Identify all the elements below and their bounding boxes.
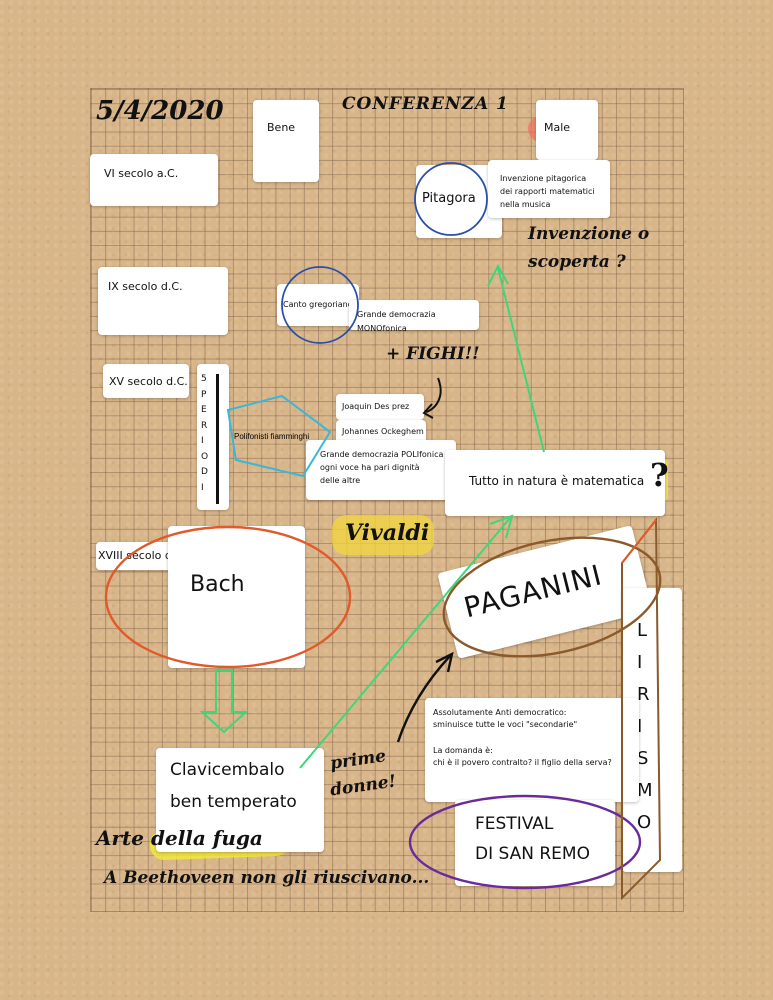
vivaldi-note: Vivaldi xyxy=(345,520,430,546)
bene-label: Bene xyxy=(267,121,296,134)
fiamminghi-name: Polifonisti fiamminghi xyxy=(234,432,310,441)
matematica-text: Tutto in natura è matematica xyxy=(469,474,645,488)
fuga-note: Arte della fuga xyxy=(96,826,263,850)
composer-name: Joaquin Des prez xyxy=(342,402,410,411)
paganini-name: PAGANINI xyxy=(460,558,606,625)
fighi-note: + FIGHI!! xyxy=(386,344,480,364)
periodi-letter: 5 xyxy=(201,374,207,384)
period-label: XV secolo d.C. xyxy=(109,375,188,388)
festival-line-1: FESTIVAL xyxy=(475,814,554,834)
lirismo-letter: L xyxy=(637,620,648,641)
period-card-xv-ad: XV secolo d.C. xyxy=(103,364,189,398)
gregoriano-card: Canto gregoriano xyxy=(277,284,359,326)
lirismo-letter: O xyxy=(637,812,652,833)
periodi-letter: D xyxy=(201,467,208,477)
periodi-letter: I xyxy=(201,436,204,446)
matematica-card: Tutto in natura è matematica xyxy=(445,450,665,516)
clavicembalo-line-1: Clavicembalo xyxy=(170,760,285,780)
periodi-letter: I xyxy=(201,482,204,493)
bach-name: Bach xyxy=(190,572,245,597)
gregoriano-desc-card: Grande democrazia MONOfonica xyxy=(349,300,479,333)
clavicembalo-line-2: ben temperato xyxy=(170,792,297,812)
pitagora-name: Pitagora xyxy=(422,191,476,206)
beethoven-note: A Beethoveen non gli riuscivano... xyxy=(104,868,430,888)
fiamminghi-desc-3: delle altre xyxy=(320,476,361,485)
gregoriano-desc: Grande democrazia MONOfonica xyxy=(357,310,436,333)
pitagora-desc-3: nella musica xyxy=(500,200,551,209)
conference-title: CONFERENZA 1 xyxy=(342,94,509,114)
periodi-bar xyxy=(216,374,219,504)
period-card-ix-ad: IX secolo d.C. xyxy=(98,267,228,335)
period-label: IX secolo d.C. xyxy=(108,280,183,293)
question-line-1: Invenzione o xyxy=(528,224,650,244)
male-label: Male xyxy=(544,121,571,134)
date-text: 5/4/2020 xyxy=(96,96,224,126)
composer-card-1: Joaquin Des prez xyxy=(336,394,424,420)
pitagora-desc-card: Invenzione pitagorica dei rapporti matem… xyxy=(488,160,610,218)
fiamminghi-desc-1: Grande democrazia POLIfonica xyxy=(320,450,444,459)
periodi-letter: R xyxy=(201,420,208,431)
fiamminghi-desc-2: ogni voce ha pari dignità xyxy=(320,463,420,472)
bach-card: Bach xyxy=(168,526,305,668)
fiamminghi-desc-card: Grande democrazia POLIfonica ogni voce h… xyxy=(306,440,456,500)
periodi-letter: P xyxy=(201,389,207,400)
festival-card: FESTIVAL DI SAN REMO xyxy=(455,800,615,886)
period-card-vi-bc: VI secolo a.C. xyxy=(90,154,218,206)
bene-card: Bene xyxy=(253,100,319,182)
composer-name: Johannes Ockeghem xyxy=(342,427,424,436)
anti-line-2: sminuisce tutte le voci "secondarie" xyxy=(433,720,578,729)
anti-line-4: chi è il povero contralto? il figlio del… xyxy=(433,758,612,767)
clavicembalo-card: Clavicembalo ben temperato xyxy=(156,748,324,852)
periodi-letter: E xyxy=(201,405,207,415)
matematica-question-mark: ? xyxy=(650,456,669,494)
festival-line-2: DI SAN REMO xyxy=(475,844,590,864)
question-line-2: scoperta ? xyxy=(528,252,626,272)
pitagora-desc-1: Invenzione pitagorica xyxy=(500,174,587,183)
pitagora-desc-2: dei rapporti matematici xyxy=(500,187,595,196)
lirismo-letter: M xyxy=(637,780,653,801)
periodi-letter: O xyxy=(201,451,209,462)
period-label: VI secolo a.C. xyxy=(104,167,179,180)
gregoriano-name: Canto gregoriano xyxy=(283,300,353,309)
anti-card: Assolutamente Anti democratico: sminuisc… xyxy=(425,698,639,802)
male-card: Male xyxy=(536,100,598,160)
lirismo-letter: I xyxy=(637,652,643,673)
